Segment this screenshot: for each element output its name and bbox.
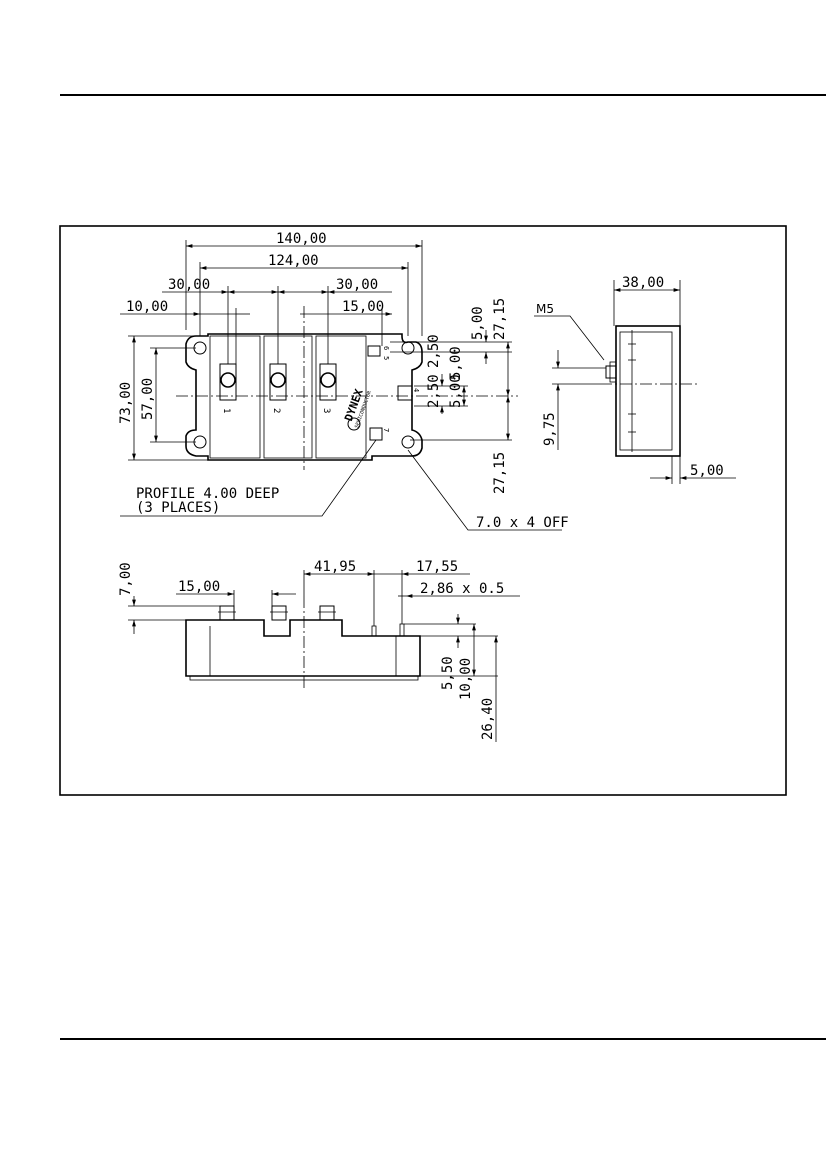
dim-terminal-pitch-left: 30,00 bbox=[168, 277, 210, 293]
terminal-label-2: 2 bbox=[271, 408, 281, 413]
note-holes: 7.0 x 4 OFF bbox=[476, 515, 569, 531]
svg-text:3: 3 bbox=[321, 408, 331, 413]
dim-terminal-pitch-right: 30,00 bbox=[336, 277, 378, 293]
dim-depth: 38,00 bbox=[622, 275, 664, 291]
dim-aux-250b: 2,50 bbox=[426, 374, 442, 408]
svg-text:7: 7 bbox=[382, 428, 390, 432]
dim-4195: 41,95 bbox=[314, 559, 356, 575]
svg-text:4: 4 bbox=[412, 388, 420, 392]
dim-aux-500: 5,00 bbox=[448, 346, 464, 380]
dim-1755: 17,55 bbox=[416, 559, 458, 575]
front-view bbox=[128, 570, 520, 742]
dim-front-1500: 15,00 bbox=[178, 579, 220, 595]
note-profile: PROFILE 4.00 DEEP bbox=[136, 486, 279, 502]
aux-label-5: 5 bbox=[382, 356, 390, 360]
dim-hole-pitch: 124,00 bbox=[268, 253, 319, 269]
aux-label-6: 6 bbox=[382, 346, 390, 350]
footer-rule bbox=[60, 1038, 826, 1040]
thread-label: M5 bbox=[536, 302, 554, 316]
dim-550: 5,50 bbox=[440, 656, 456, 690]
dim-overall-length: 140,00 bbox=[276, 231, 327, 247]
dim-1000: 10,00 bbox=[458, 658, 474, 700]
dim-aux-27: 27,15 bbox=[492, 298, 508, 340]
terminal-label-1: 1 bbox=[221, 408, 231, 413]
svg-text:1: 1 bbox=[221, 408, 231, 413]
dynex-logo: DYNEX SEMICONDUCTOR bbox=[342, 387, 373, 429]
svg-text:2: 2 bbox=[271, 408, 281, 413]
svg-text:5: 5 bbox=[382, 356, 390, 360]
dim-aux-500b: 5,00 bbox=[448, 374, 464, 408]
dim-left-offset: 10,00 bbox=[126, 299, 168, 315]
dim-aux-top-5: 5,00 bbox=[470, 306, 486, 340]
dim-aux-250: 2,50 bbox=[426, 334, 442, 368]
aux-label-4: 4 bbox=[412, 388, 420, 392]
dim-side-500: 5,00 bbox=[690, 463, 724, 479]
dim-overall-width: 73,00 bbox=[118, 382, 134, 424]
note-places: (3 PLACES) bbox=[136, 500, 220, 516]
dim-975: 9,75 bbox=[542, 412, 558, 446]
dim-2640: 26,40 bbox=[480, 698, 496, 740]
side-view bbox=[534, 280, 736, 484]
dim-terminal-height: 7,00 bbox=[118, 562, 134, 596]
top-view: DYNEX SEMICONDUCTOR 1 2 3 6 5 4 7 bbox=[120, 240, 562, 531]
header-rule bbox=[60, 94, 826, 96]
dim-aux-27b: 27,15 bbox=[492, 452, 508, 494]
terminal-label-3: 3 bbox=[321, 408, 331, 413]
drawing-frame bbox=[59, 225, 787, 796]
dim-hole-width: 57,00 bbox=[140, 378, 156, 420]
dim-pin: 2,86 x 0.5 bbox=[420, 581, 504, 597]
svg-text:6: 6 bbox=[382, 346, 390, 350]
aux-label-7: 7 bbox=[382, 428, 390, 432]
dim-right-offset: 15,00 bbox=[342, 299, 384, 315]
